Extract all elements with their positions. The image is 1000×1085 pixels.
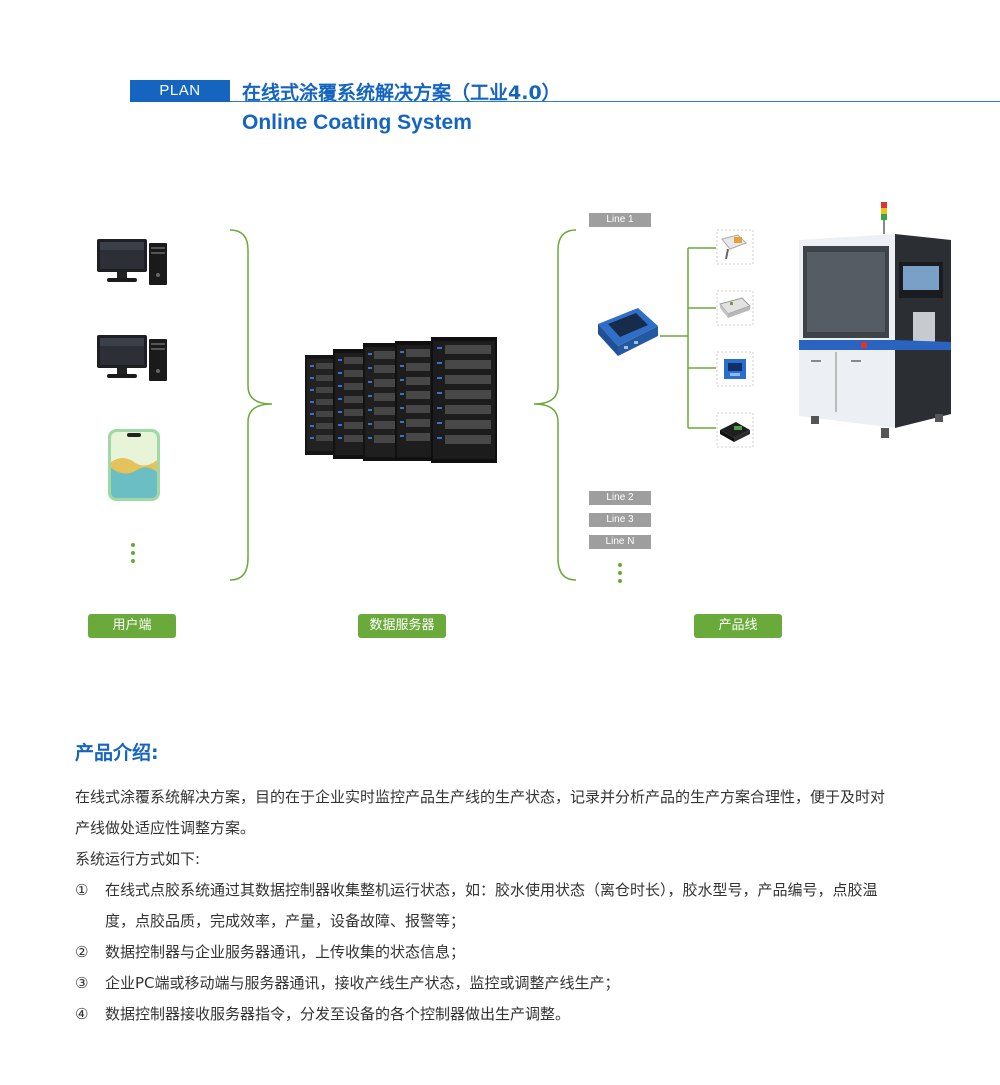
data-controller-icon xyxy=(598,308,658,356)
smartphone-icon xyxy=(108,429,160,501)
more-dot xyxy=(131,559,135,563)
line-tag-3: Line 3 xyxy=(589,513,651,527)
more-dot xyxy=(618,563,622,567)
item-text: 企业PC端或移动端与服务器通讯，接收产线生产状态，监控或调整产线生产； xyxy=(105,974,620,992)
more-dot xyxy=(131,543,135,547)
intro-body: 在线式涂覆系统解决方案，目的在于企业实时监控产品生产线的生产状态，记录并分析产品… xyxy=(75,782,895,1030)
intro-paragraph: 在线式涂覆系统解决方案，目的在于企业实时监控产品生产线的生产状态，记录并分析产品… xyxy=(75,788,886,837)
item-number: ① xyxy=(75,881,89,899)
more-dot xyxy=(131,551,135,555)
item-text: 数据控制器与企业服务器通讯，上传收集的状态信息； xyxy=(105,943,466,961)
line-tag-2: Line 2 xyxy=(589,491,651,505)
item-number: ③ xyxy=(75,974,89,992)
item-text: 在线式点胶系统通过其数据控制器收集整机运行状态，如：胶水使用状态（离仓时长），胶… xyxy=(105,881,878,930)
user-label: 用户端 xyxy=(88,614,176,638)
page-subtitle: Online Coating System xyxy=(242,111,472,134)
header-divider xyxy=(230,101,1000,102)
item-number: ② xyxy=(75,943,89,961)
list-item: ③ 企业PC端或移动端与服务器通讯，接收产线生产状态，监控或调整产线生产； xyxy=(75,968,895,999)
intro-heading: 产品介绍: xyxy=(75,742,159,764)
page-title: 在线式涂覆系统解决方案（工业4.0） xyxy=(242,82,561,104)
more-dot xyxy=(618,579,622,583)
plan-tag: PLAN xyxy=(130,80,230,102)
pcb-board-icon xyxy=(716,412,754,448)
line-tag-n: Line N xyxy=(589,535,651,549)
coating-machine-icon xyxy=(799,202,951,438)
list-item: ② 数据控制器与企业服务器通讯，上传收集的状态信息； xyxy=(75,937,895,968)
intro-mode-label: 系统运行方式如下: xyxy=(75,850,201,868)
item-number: ④ xyxy=(75,1005,89,1023)
driver-module-icon xyxy=(716,290,754,326)
server-label: 数据服务器 xyxy=(358,614,446,638)
list-item: ① 在线式点胶系统通过其数据控制器收集整机运行状态，如：胶水使用状态（离仓时长）… xyxy=(75,875,895,937)
desktop-computer-icon xyxy=(97,335,167,381)
server-rack-icon xyxy=(305,337,497,463)
production-label: 产品线 xyxy=(694,614,782,638)
desktop-computer-icon xyxy=(97,239,167,285)
controller-connector-lines xyxy=(660,247,716,429)
list-item: ④ 数据控制器接收服务器指令，分发至设备的各个控制器做出生产调整。 xyxy=(75,999,895,1030)
more-dot xyxy=(618,571,622,575)
dispensing-valve-icon xyxy=(716,229,754,265)
line-tag-1: Line 1 xyxy=(589,213,651,227)
item-text: 数据控制器接收服务器指令，分发至设备的各个控制器做出生产调整。 xyxy=(105,1005,571,1023)
left-brace xyxy=(229,229,273,581)
right-brace xyxy=(533,229,577,581)
temperature-controller-icon xyxy=(716,351,754,387)
